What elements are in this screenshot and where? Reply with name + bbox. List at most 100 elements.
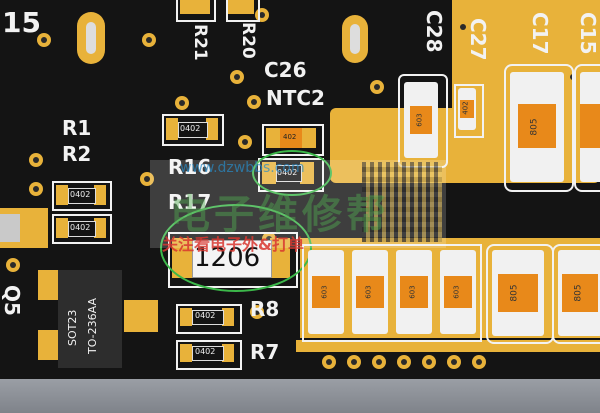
via [175, 96, 189, 110]
bottom-cap-4-code: 603 [452, 285, 461, 299]
green-circle-large [160, 204, 312, 292]
ntc2-pad-right [302, 128, 316, 148]
bottom-cap-4: 603 [440, 250, 476, 334]
via [140, 172, 154, 186]
r7-code: 0402 [195, 347, 216, 356]
r16a-pad-left [166, 118, 178, 140]
c17-label: C17 [528, 12, 552, 55]
pcb-board: 15 R21 R20 C26 NTC2 C28 C27 C17 C15 R1 R… [0, 0, 600, 379]
via [29, 182, 43, 196]
footer-bar [0, 379, 600, 413]
q5-label: Q5 [0, 285, 24, 316]
r2-pad-left [56, 218, 68, 238]
r20-outline [226, 0, 260, 22]
r8-code: 0402 [195, 311, 216, 320]
q5-pad-2 [38, 330, 58, 360]
c15-label: C15 [576, 12, 600, 55]
c-805-outline-2 [552, 244, 600, 344]
q5-package-line1: SOT23 [66, 309, 79, 346]
bottom-cap-2: 603 [352, 250, 388, 334]
q5-package-line2: TO-236AA [86, 297, 99, 354]
c28-code: 603 [415, 113, 424, 127]
bottom-cap-805-1: 805 [492, 250, 544, 336]
c27-code: 402 [461, 101, 470, 115]
ntc2-label: NTC2 [266, 86, 325, 110]
c27-body: 402 [458, 88, 476, 130]
via [447, 355, 461, 369]
r8-outline [176, 304, 242, 334]
c15-body [580, 72, 600, 182]
r16a-pad-right [206, 118, 218, 140]
r8-pad-right [222, 308, 234, 326]
bottom-cap-2-code: 603 [364, 285, 373, 299]
via [29, 153, 43, 167]
via [6, 258, 20, 272]
oval-slot-mid [342, 15, 368, 63]
c17-code: 805 [529, 118, 540, 136]
oval-slot-left [77, 12, 105, 64]
via [37, 33, 51, 47]
r1-code: 0402 [70, 190, 91, 199]
r2-label: R2 [62, 142, 92, 166]
c27-label: C27 [466, 18, 490, 61]
green-circle-small [252, 150, 332, 196]
via [247, 95, 261, 109]
r7-label: R7 [250, 340, 280, 364]
watermark-subtitle: 关注看电子外&打单 [162, 235, 304, 254]
r21-label: R21 [190, 24, 210, 61]
r21-pad [180, 0, 210, 14]
via [422, 355, 436, 369]
r1-pad-right [94, 185, 106, 205]
bottom-cap-1: 603 [308, 250, 344, 334]
board-number: 15 [2, 6, 41, 39]
r16a-code: 0402 [180, 124, 201, 133]
r8-pad-left [180, 308, 192, 326]
via [456, 20, 470, 34]
q5-body [58, 270, 122, 368]
cap-row-outline [302, 244, 482, 342]
r1-body [68, 188, 96, 204]
r16-label: R16 [168, 155, 212, 179]
r2-pad-right [94, 218, 106, 238]
bottom-cap-3-code: 603 [408, 285, 417, 299]
via [347, 355, 361, 369]
watermark-title: 电子维修帮 [170, 192, 390, 238]
ntc2-code: 402 [283, 133, 297, 141]
via [372, 355, 386, 369]
via [472, 355, 486, 369]
via [238, 135, 252, 149]
r1-label: R1 [62, 116, 92, 140]
c17-outline [504, 64, 574, 192]
via [370, 80, 384, 94]
r1-pad-left [56, 185, 68, 205]
r7-body [192, 346, 224, 361]
c28-body: 603 [404, 82, 438, 158]
r20-pad [228, 0, 254, 14]
bottom-cap-3: 603 [396, 250, 432, 334]
c15-outline [574, 64, 600, 192]
via [230, 70, 244, 84]
r7-pad-left [180, 344, 192, 362]
via [397, 355, 411, 369]
c27-outline [454, 84, 484, 138]
r7-pad-right [222, 344, 234, 362]
r16a-outline [162, 114, 224, 146]
r8-body [192, 310, 224, 325]
edge-connector [0, 214, 20, 242]
bottom-cap-805-2-code: 805 [573, 284, 584, 302]
via [322, 355, 336, 369]
via [142, 33, 156, 47]
q5-pad-3 [124, 300, 158, 332]
r8-label: R8 [250, 297, 280, 321]
bottom-cap-805-1-code: 805 [509, 284, 520, 302]
c26-label: C26 [264, 58, 307, 82]
r16a-body [178, 122, 208, 138]
bottom-cap-1-code: 603 [320, 285, 329, 299]
r21-outline [176, 0, 216, 22]
r7-outline [176, 340, 242, 370]
via [250, 305, 264, 319]
watermark-qr [362, 162, 442, 242]
r2-body [68, 221, 96, 237]
r1-outline [52, 181, 112, 211]
